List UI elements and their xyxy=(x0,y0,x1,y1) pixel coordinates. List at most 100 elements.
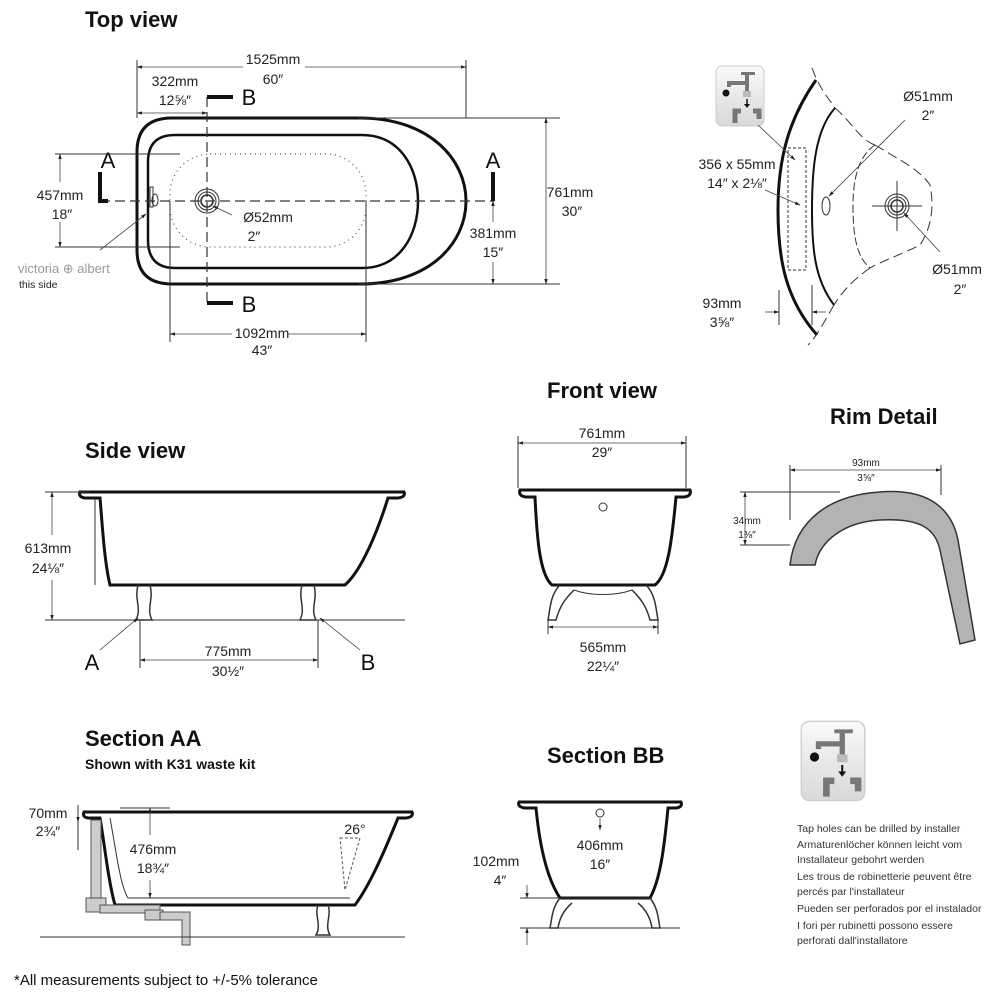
tap-area-mm: 356 x 55mm xyxy=(698,156,775,172)
tub-inner-outline xyxy=(146,133,420,270)
brand-note: this side xyxy=(19,279,58,291)
tap-hole-detail: Ø51mm 2″ 356 x 55mm 14″ x 2⅛″ Ø51mm 2″ 9… xyxy=(698,66,982,346)
rim-width-mm: 93mm xyxy=(703,295,742,311)
section-aa-angle: 26° xyxy=(344,821,365,837)
width-mm: 761mm xyxy=(547,184,594,200)
section-aa-tub xyxy=(82,810,414,907)
tap-area-in: 14″ x 2⅛″ xyxy=(707,175,767,191)
rim-detail-title: Rim Detail xyxy=(830,404,938,429)
section-aa-title: Section AA xyxy=(85,726,202,751)
overflow-plate xyxy=(149,186,154,208)
height-mm: 613mm xyxy=(25,540,72,556)
tap-drill-icon xyxy=(801,721,864,800)
tap-drill-icon xyxy=(716,66,764,126)
front-view: Front view 761mm 29″ 565mm 22¼″ xyxy=(517,378,692,674)
foot-label-a: A xyxy=(85,650,100,675)
half-width-mm: 381mm xyxy=(470,225,517,241)
side-tub-body xyxy=(78,490,406,587)
bottom-length-in: 43″ xyxy=(252,342,273,358)
inner-width-in: 18″ xyxy=(52,206,73,222)
note-line: Pueden ser perforados por el instalador xyxy=(797,903,982,915)
tap-hole-note: Tap holes can be drilled by installer Ar… xyxy=(797,721,982,947)
drain-diameter-mm: Ø52mm xyxy=(243,209,293,225)
section-a-label-right: A xyxy=(486,148,501,173)
section-aa-depth-in: 18¾″ xyxy=(137,860,169,876)
section-a-label-left: A xyxy=(101,148,116,173)
width-in: 30″ xyxy=(562,203,583,219)
rim-profile xyxy=(789,490,976,645)
foot-label-b: B xyxy=(361,650,376,675)
rim-width-mm: 93mm xyxy=(852,458,880,469)
note-line: Les trous de robinetterie peuvent être xyxy=(797,871,972,883)
rim-detail: Rim Detail 93mm 3⅝″ 34mm 1⅜″ xyxy=(733,404,976,645)
section-aa-subtitle: Shown with K31 waste kit xyxy=(85,756,256,772)
rim-width-in: 3⅝″ xyxy=(857,473,875,484)
length-mm: 1525mm xyxy=(246,51,300,67)
front-width-mm: 761mm xyxy=(579,425,626,441)
overflow-icon xyxy=(151,193,159,207)
front-view-title: Front view xyxy=(547,378,658,403)
front-feet-mm: 565mm xyxy=(580,639,627,655)
overflow-icon xyxy=(595,808,605,818)
feet xyxy=(549,897,661,929)
height-in: 24⅛″ xyxy=(32,560,64,576)
feet-span-mm: 775mm xyxy=(205,643,252,659)
note-line: percés par l'installateur xyxy=(797,886,905,898)
note-line: Tap holes can be drilled by installer xyxy=(797,823,961,835)
note-line: I fori per rubinetti possono essere xyxy=(797,920,953,932)
rim-outer-curve xyxy=(776,79,819,336)
feet xyxy=(547,584,659,621)
section-a-marker-left xyxy=(98,172,108,203)
rim-inner-curve xyxy=(810,107,836,306)
offset-in: 12⅝″ xyxy=(159,92,191,108)
hole2-mm: Ø51mm xyxy=(932,261,982,277)
section-bb-clearance-mm: 102mm xyxy=(473,853,520,869)
drain-icon xyxy=(194,188,220,214)
feet xyxy=(134,584,318,621)
section-aa-rim-in: 2¾″ xyxy=(36,823,60,839)
hole2-in: 2″ xyxy=(954,281,967,297)
front-tub-body xyxy=(518,488,692,587)
tub-floor-outline xyxy=(169,153,367,248)
overflow-hole-icon xyxy=(821,196,831,216)
waste-kit xyxy=(85,819,191,946)
front-feet-in: 22¼″ xyxy=(587,658,619,674)
section-bb: Section BB 406mm 16″ 102mm 4″ xyxy=(473,743,683,945)
note-line: Armaturenlöcher können leicht vom xyxy=(797,839,962,851)
rim-width-in: 3⅝″ xyxy=(710,314,734,330)
hole1-mm: Ø51mm xyxy=(903,88,953,104)
overflow-icon xyxy=(598,502,608,512)
front-width-in: 29″ xyxy=(592,444,613,460)
tap-area-rect xyxy=(787,147,807,271)
feet xyxy=(314,904,332,936)
top-view-title: Top view xyxy=(85,7,178,32)
top-view: Top view A A B B xyxy=(18,7,593,358)
section-aa: Section AA Shown with K31 waste kit 70mm… xyxy=(29,726,414,946)
drain-hole-icon xyxy=(872,181,922,231)
brand-logo: victoria ⊕ albert xyxy=(18,261,110,276)
half-width-in: 15″ xyxy=(483,244,504,260)
rim-height-mm: 34mm xyxy=(733,516,761,527)
offset-mm: 322mm xyxy=(152,73,199,89)
note-line: Installateur gebohrt werden xyxy=(797,854,924,866)
length-in: 60″ xyxy=(263,71,284,87)
section-bb-depth-mm: 406mm xyxy=(577,837,624,853)
tolerance-footnote: *All measurements subject to +/-5% toler… xyxy=(14,972,318,989)
inner-width-mm: 457mm xyxy=(37,187,84,203)
section-b-label-top: B xyxy=(242,85,257,110)
side-view: Side view 613mm 24⅛″ 775mm 30½″ A B xyxy=(25,438,406,679)
tub-outer-outline xyxy=(135,116,468,286)
side-view-title: Side view xyxy=(85,438,186,463)
section-aa-rim-mm: 70mm xyxy=(29,805,68,821)
note-line: perforati dall'installatore xyxy=(797,935,908,947)
section-bb-clearance-in: 4″ xyxy=(494,872,507,888)
section-bb-title: Section BB xyxy=(547,743,664,768)
feet-span-in: 30½″ xyxy=(212,663,244,679)
dimension-lines xyxy=(55,60,560,342)
section-aa-depth-mm: 476mm xyxy=(130,841,177,857)
section-bb-depth-in: 16″ xyxy=(590,856,611,872)
section-b-label-bottom: B xyxy=(242,292,257,317)
drain-diameter-in: 2″ xyxy=(248,228,261,244)
bottom-length-mm: 1092mm xyxy=(235,325,289,341)
